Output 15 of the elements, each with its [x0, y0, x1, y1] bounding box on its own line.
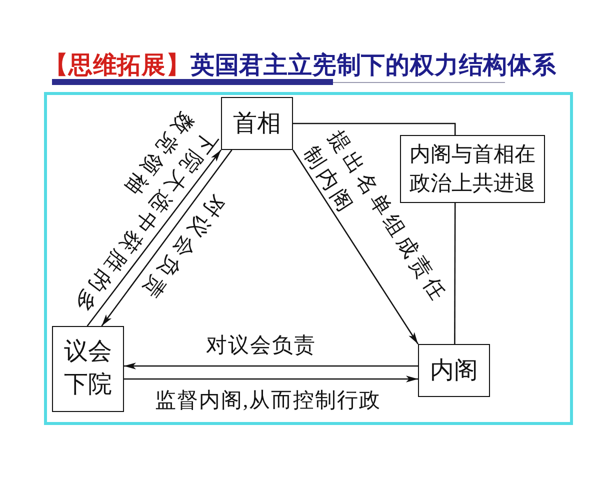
diagram-title: 英国君主立宪制下的权力结构体系 — [190, 51, 556, 81]
arrow — [124, 376, 418, 382]
edge-label: 监督内阁,从而控制行政 — [154, 386, 382, 413]
entity-box: 内阁 — [418, 344, 490, 397]
section-tag: 【思维拓展】 — [44, 51, 190, 81]
edge-label: 对议会负责 — [206, 332, 316, 358]
arrow — [124, 362, 418, 370]
connector-line — [454, 203, 456, 344]
arrow — [101, 150, 232, 326]
arrow — [292, 150, 419, 344]
connector-line — [293, 122, 456, 135]
arrow — [86, 150, 222, 326]
note-box: 内阁与首相在政治上共进退 — [400, 135, 545, 203]
entity-box: 首相 — [221, 97, 293, 150]
entity-box: 议会下院 — [52, 326, 124, 412]
